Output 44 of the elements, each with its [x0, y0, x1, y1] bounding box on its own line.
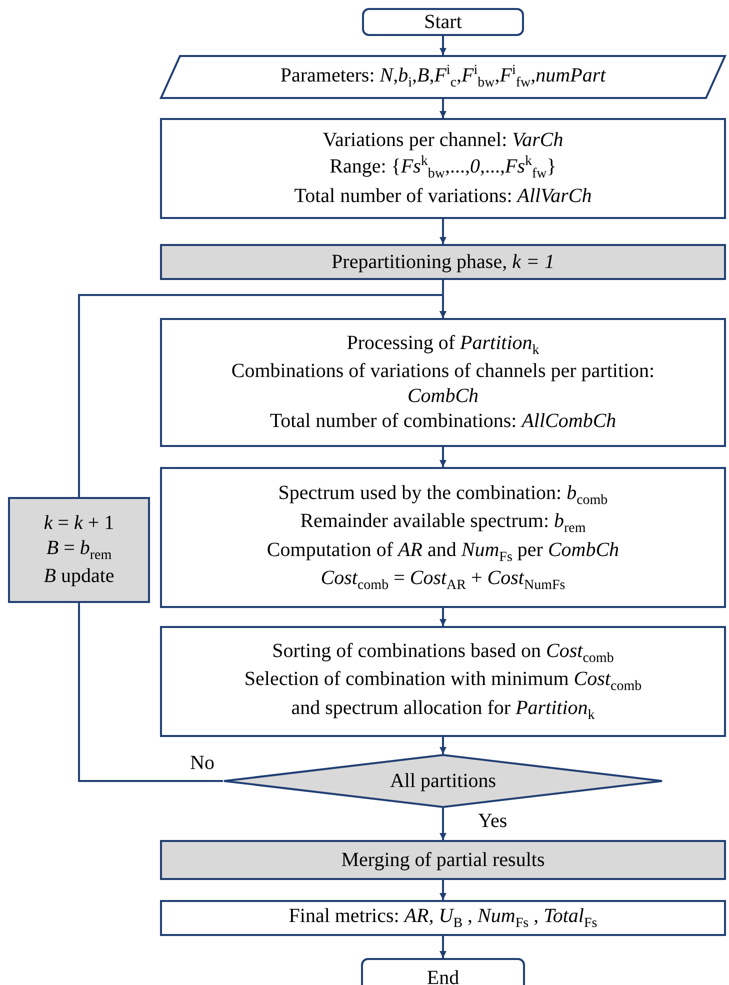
arrow [440, 447, 446, 467]
input-parallelogram [160, 55, 726, 99]
process-box [160, 318, 726, 447]
arrow [440, 36, 446, 55]
process-box [160, 626, 726, 737]
node-text: Cost$_{comb}$ = Cost$_{AR}$ + Cost$_{NumFs}$ [320, 566, 566, 594]
process-box [8, 497, 150, 603]
node-text: All partitions [390, 768, 496, 794]
process-box [160, 900, 726, 936]
node-text: Variations per channel: VarCh [322, 128, 564, 154]
node-text: Remainder available spectrum: b$_{rem}$ [300, 509, 586, 538]
node-text: Merging of partial results [341, 848, 545, 872]
arrow [440, 936, 446, 958]
arrow [440, 880, 446, 900]
node-text: Total number of combinations: AllCombCh [270, 409, 616, 434]
node-text: Combinations of variations of channels per partition: CombCh [230, 359, 656, 410]
arrow [78, 294, 446, 497]
arrow [440, 99, 446, 118]
node-text: Processing of Partition$_{k}$ [346, 330, 540, 360]
arrow [440, 608, 446, 626]
node-text: Computation of AR and Num$_{Fs}$ per CombCh [266, 538, 620, 566]
process-box [160, 840, 726, 880]
node-text: B update [44, 564, 114, 590]
node-text: Parameters: N,b$_{i}$,B,F$^{i}$$_{c}$,F$^{i}$$_{bw}$,F$^{i}$$_{fw}$,numPart [280, 62, 606, 92]
process-box [160, 244, 726, 280]
node-text: Start [424, 10, 462, 34]
node-text: Final metrics: AR, U$_{B}$ , Num$_{Fs}$ , Total$_{Fs}$ [288, 904, 598, 932]
node-text: and spectrum allocation for Partition$_{k}$ [291, 696, 595, 724]
arrow [440, 737, 446, 754]
node-text: Total number of variations: AllVarCh [294, 184, 592, 209]
node-text: Selection of combination with minimum Cost$_{comb}$ [244, 667, 642, 696]
node-text: Spectrum used by the combination: b$_{comb}$ [278, 480, 608, 509]
node-text: Range: {Fs$^{k}$$_{bw}$,...,0,...,Fs$^{k}$$_{fw}$} [330, 153, 556, 184]
node-text: Sorting of combinations based on Cost$_{comb}$ [272, 638, 614, 668]
node-text: k = k + 1 [44, 510, 114, 536]
arrow [440, 808, 446, 840]
node-text: Prepartitioning phase, k = 1 [332, 250, 554, 274]
node-text: B = b$_{rem}$ [46, 536, 112, 564]
terminal-box [362, 8, 524, 36]
process-box [160, 118, 726, 219]
process-box [160, 467, 726, 608]
node-text: End [426, 966, 460, 985]
arrow [440, 219, 446, 244]
decision-diamond [223, 754, 663, 808]
